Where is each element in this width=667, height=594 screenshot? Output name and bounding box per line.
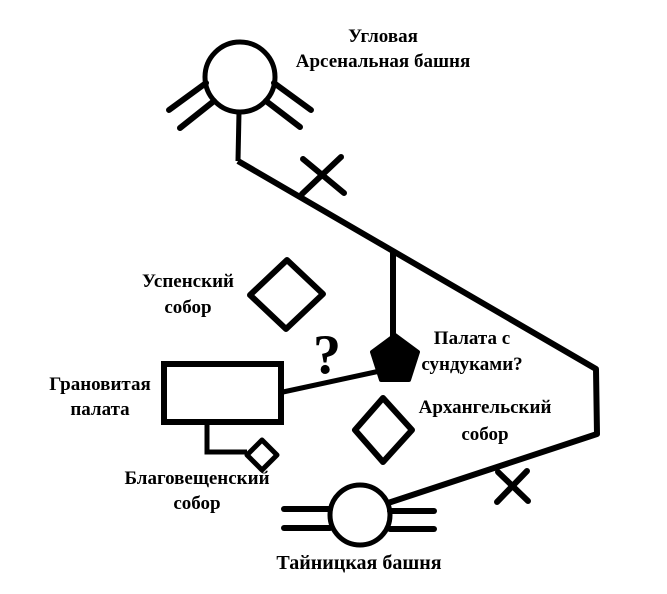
uspensky-cathedral-label: Успенский собор [142,269,234,321]
arkhangelsky-cathedral-icon [352,395,415,465]
label-line: Благовещенский [124,468,270,489]
label-line: Грановитая [49,374,151,395]
label-line: собор [173,493,221,514]
blagoveshchensky-cathedral-label: Благовещенский собор [124,466,269,516]
label-line: Угловая [348,26,418,47]
label-line: Палата с [433,328,511,349]
granovitaya-palata-icon [161,361,284,425]
corner-arsenal-tower-label: Угловая Арсенальная башня [296,24,470,74]
x-mark-upper-icon [299,154,347,197]
blagoveshchensky-cathedral-icon [244,437,280,473]
chest-chamber-label: Палата с сундуками? [421,326,522,378]
label-line: Арсенальная башня [295,51,471,72]
label-line: Успенский [142,271,234,292]
x-mark-lower-icon [494,468,531,505]
label-line: собор [461,424,509,445]
uspensky-cathedral-icon [247,257,326,332]
label-line: собор [164,297,212,318]
arkhangelsky-cathedral-label: Архангельский собор [419,394,552,448]
label-line: Тайницкая башня [276,552,442,574]
taynitskaya-tower-icon [281,482,437,548]
blagoveshchensky-link-line [204,422,247,455]
corner-arsenal-tower-icon [166,39,314,162]
wall-line [236,158,600,506]
questioned-link-line [282,368,381,395]
question-mark-annotation: ? [313,324,341,386]
label-line: сундуками? [421,354,523,375]
granovitaya-palata-label: Грановитая палата [49,372,151,422]
label-line: палата [70,399,130,420]
taynitskaya-tower-label: Тайницкая башня [276,551,441,576]
label-line: Архангельский [418,397,552,418]
chest-chamber-icon [370,333,420,382]
